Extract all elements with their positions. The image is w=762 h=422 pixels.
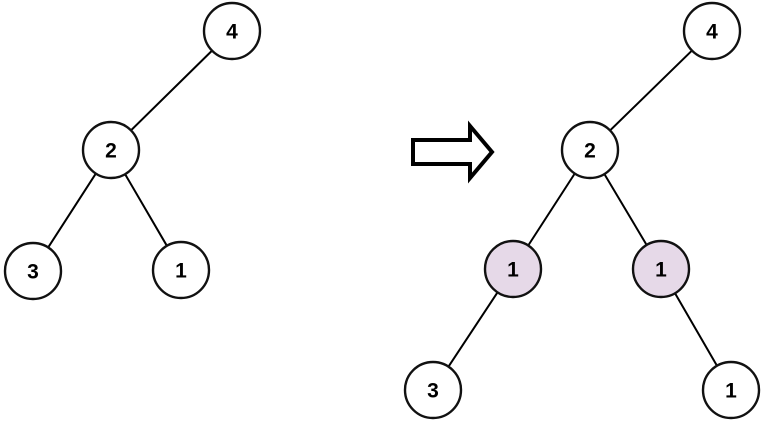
tree-node-circle — [682, 1, 742, 61]
arrow-layer — [411, 120, 495, 184]
tree-node-circle — [81, 120, 141, 180]
tree-node-circle — [631, 239, 691, 299]
edges-layer — [47, 49, 718, 368]
tree-node[interactable]: 1 — [483, 239, 543, 299]
tree-node[interactable]: 1 — [631, 239, 691, 299]
tree-node-label: 2 — [584, 140, 596, 163]
tree-edge — [129, 49, 214, 132]
tree-node[interactable]: 1 — [151, 240, 211, 300]
tree-edge — [674, 292, 718, 367]
tree-node[interactable]: 4 — [682, 1, 742, 61]
tree-node-circle — [3, 241, 63, 301]
tree-edge — [47, 172, 97, 249]
tree-node-label: 2 — [105, 140, 117, 163]
tree-node-circle — [483, 239, 543, 299]
tree-node-circle — [403, 360, 463, 420]
tree-node[interactable]: 2 — [560, 120, 620, 180]
tree-edge — [609, 49, 693, 132]
tree-node[interactable]: 3 — [403, 360, 463, 420]
tree-node-label: 3 — [427, 380, 439, 403]
tree-node-circle — [151, 240, 211, 300]
tree-node-label: 1 — [507, 259, 519, 282]
tree-node-label: 1 — [655, 259, 667, 282]
tree-node-label: 1 — [175, 260, 187, 283]
nodes-layer: 4 2 3 1 4 2 1 1 3 1 — [3, 1, 761, 420]
tree-node-label: 4 — [226, 21, 238, 44]
tree-node[interactable]: 4 — [202, 1, 262, 61]
tree-node-label: 1 — [725, 380, 737, 403]
tree-node-circle — [701, 360, 761, 420]
tree-node[interactable]: 1 — [701, 360, 761, 420]
tree-node-label: 3 — [27, 261, 39, 284]
tree-edge — [447, 291, 499, 368]
tree-node[interactable]: 3 — [3, 241, 63, 301]
tree-edge — [603, 173, 648, 246]
tree-node-circle — [560, 120, 620, 180]
tree-edge — [124, 173, 168, 247]
tree-node-circle — [202, 1, 262, 61]
tree-node-label: 4 — [706, 21, 718, 44]
tree-edge — [527, 172, 576, 247]
tree-node[interactable]: 2 — [81, 120, 141, 180]
right-arrow-icon — [411, 120, 495, 184]
